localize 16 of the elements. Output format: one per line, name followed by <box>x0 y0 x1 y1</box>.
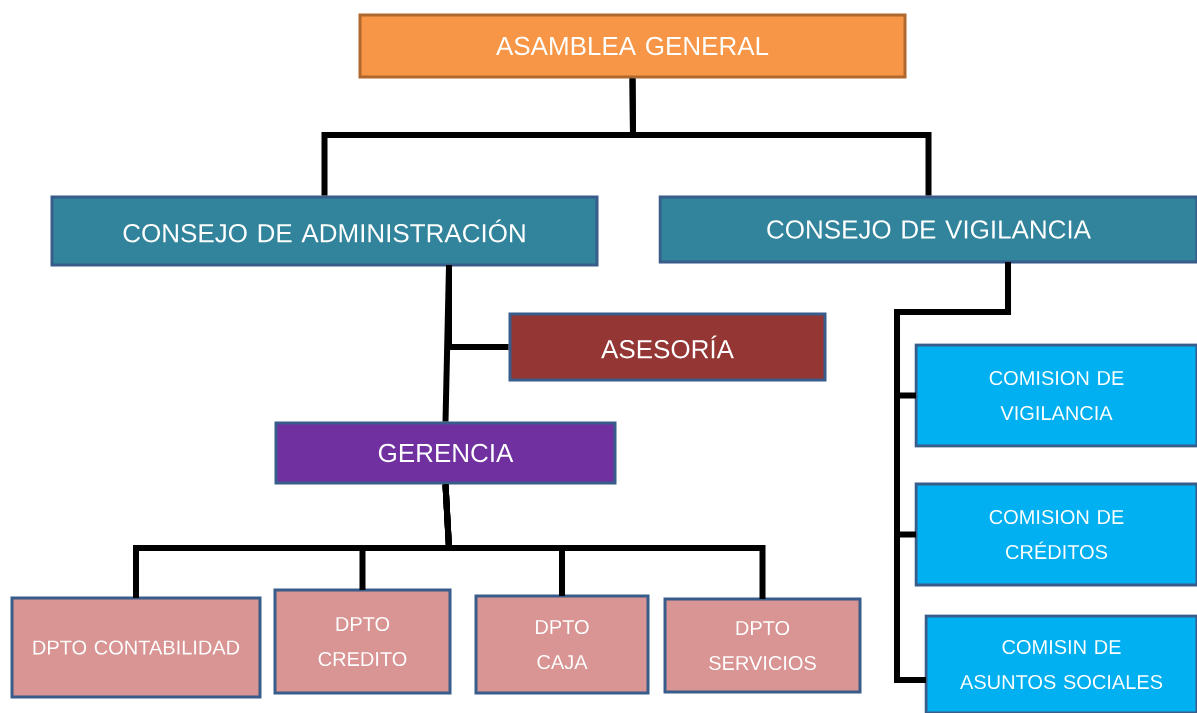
title-box: ASAMBLEA GENERAL <box>358 13 907 79</box>
council-box: CONSEJO DE VIGILANCIA <box>658 195 1197 264</box>
connector-line <box>894 262 1011 683</box>
committee-box: COMISION DE VIGILANCIA <box>914 343 1197 448</box>
committee-box: COMISION DE CRÉDITOS <box>914 482 1197 587</box>
department-box: DPTO CREDITO <box>273 588 452 695</box>
department-box: DPTO CONTABILIDAD <box>10 596 262 699</box>
connector-line <box>442 264 452 422</box>
advisory-box: ASESORÍA <box>508 312 827 382</box>
council-box: CONSEJO DE ADMINISTRACIÓN <box>50 195 599 267</box>
department-box: DPTO SERVICIOS <box>663 597 862 694</box>
connector-line <box>629 78 932 196</box>
connector-line <box>442 484 766 599</box>
management-box: GERENCIA <box>274 421 617 485</box>
committee-box: COMISIN DE ASUNTOS SOCIALES <box>924 614 1197 713</box>
department-box: DPTO CAJA <box>474 594 650 695</box>
